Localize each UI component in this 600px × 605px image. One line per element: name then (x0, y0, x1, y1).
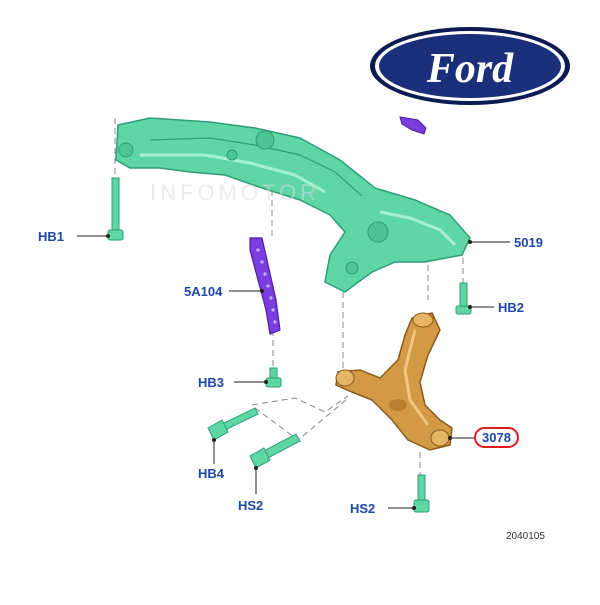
watermark: INFOMOTOR (150, 180, 321, 205)
bolt-hs2-right (413, 474, 430, 513)
diagram-reference-number: 2040105 (506, 531, 545, 542)
bolt-hb3 (265, 367, 282, 388)
bracket-5a104 (249, 237, 281, 335)
lower-arm-3078 (335, 312, 453, 451)
ford-logo: Ford (370, 27, 570, 105)
bolt-hs2-left (249, 433, 301, 469)
label-hb1: HB1 (38, 229, 65, 244)
small-clip (399, 116, 427, 135)
label-5019: 5019 (514, 235, 543, 250)
label-hs2-left: HS2 (238, 498, 264, 513)
label-hb4: HB4 (198, 466, 225, 481)
label-5a104: 5A104 (184, 284, 223, 299)
bolt-hb4 (207, 407, 259, 441)
ford-logo-text: Ford (426, 46, 514, 92)
label-hb3: HB3 (198, 375, 225, 390)
leader-dots (106, 234, 472, 510)
label-hb2: HB2 (498, 300, 525, 315)
leader-lines (77, 235, 510, 509)
bolt-hb2 (455, 282, 472, 315)
bolt-hb1 (107, 177, 124, 241)
label-3078-highlighted: 3078 (474, 427, 519, 448)
subframe-5019 (115, 117, 471, 293)
label-hs2-right: HS2 (350, 501, 376, 516)
